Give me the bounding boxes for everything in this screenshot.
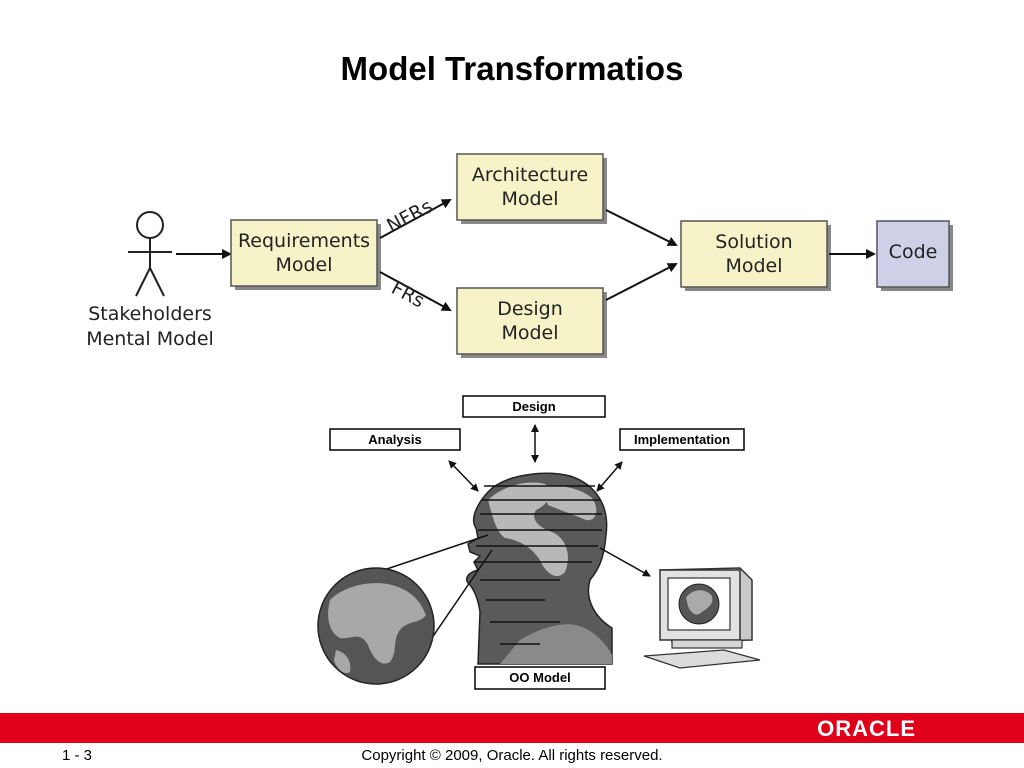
solution-label-2: Model bbox=[725, 255, 782, 277]
nfrs-label: NFRs bbox=[383, 195, 436, 237]
requirements-label-1: Requirements bbox=[238, 230, 370, 252]
implementation-label-box: Implementation bbox=[619, 428, 745, 451]
design-label-2: Model bbox=[501, 322, 558, 344]
slide-title: Model Transformatios bbox=[340, 50, 684, 87]
analysis-double-arrow bbox=[448, 460, 479, 492]
head-to-computer-arrow bbox=[599, 547, 651, 577]
code-box: Code bbox=[876, 220, 953, 291]
architecture-to-solution-arrow bbox=[605, 209, 678, 246]
copyright-notice: Copyright © 2009, Oracle. All rights res… bbox=[361, 747, 663, 764]
computer-icon bbox=[643, 567, 761, 669]
architecture-label-1: Architecture bbox=[472, 164, 588, 186]
footer-bar bbox=[0, 713, 1024, 743]
mental-model-label: Mental Model bbox=[86, 328, 214, 350]
design-label-1: Design bbox=[497, 298, 563, 320]
stakeholders-label: Stakeholders bbox=[88, 303, 212, 325]
oo-model-label-box: OO Model bbox=[474, 666, 606, 690]
globe-icon bbox=[317, 567, 435, 685]
bottom-design-label: Design bbox=[512, 399, 555, 414]
architecture-model-box: Architecture Model bbox=[456, 153, 607, 224]
code-label: Code bbox=[889, 241, 938, 263]
bottom-analysis-label: Analysis bbox=[368, 432, 421, 447]
nfrs-arrow bbox=[379, 199, 452, 239]
oo-model-label: OO Model bbox=[509, 670, 570, 685]
requirements-label-2: Model bbox=[275, 254, 332, 276]
frs-arrow bbox=[379, 271, 452, 311]
design-label-box: Design bbox=[462, 395, 606, 418]
bottom-implementation-label: Implementation bbox=[634, 432, 730, 447]
solution-label-1: Solution bbox=[715, 231, 792, 253]
head-silhouette-icon bbox=[466, 472, 613, 665]
design-model-box: Design Model bbox=[456, 287, 607, 358]
design-to-solution-arrow bbox=[605, 263, 678, 301]
oracle-logo: ORACLE bbox=[817, 716, 916, 741]
implementation-double-arrow bbox=[596, 461, 623, 492]
architecture-label-2: Model bbox=[501, 188, 558, 210]
requirements-model-box: Requirements Model bbox=[230, 219, 381, 290]
stakeholder-actor-icon bbox=[128, 211, 172, 297]
frs-label: FRs bbox=[388, 277, 428, 312]
solution-model-box: Solution Model bbox=[680, 220, 831, 291]
page-number: 1 - 3 bbox=[62, 747, 93, 764]
analysis-label-box: Analysis bbox=[329, 428, 461, 451]
